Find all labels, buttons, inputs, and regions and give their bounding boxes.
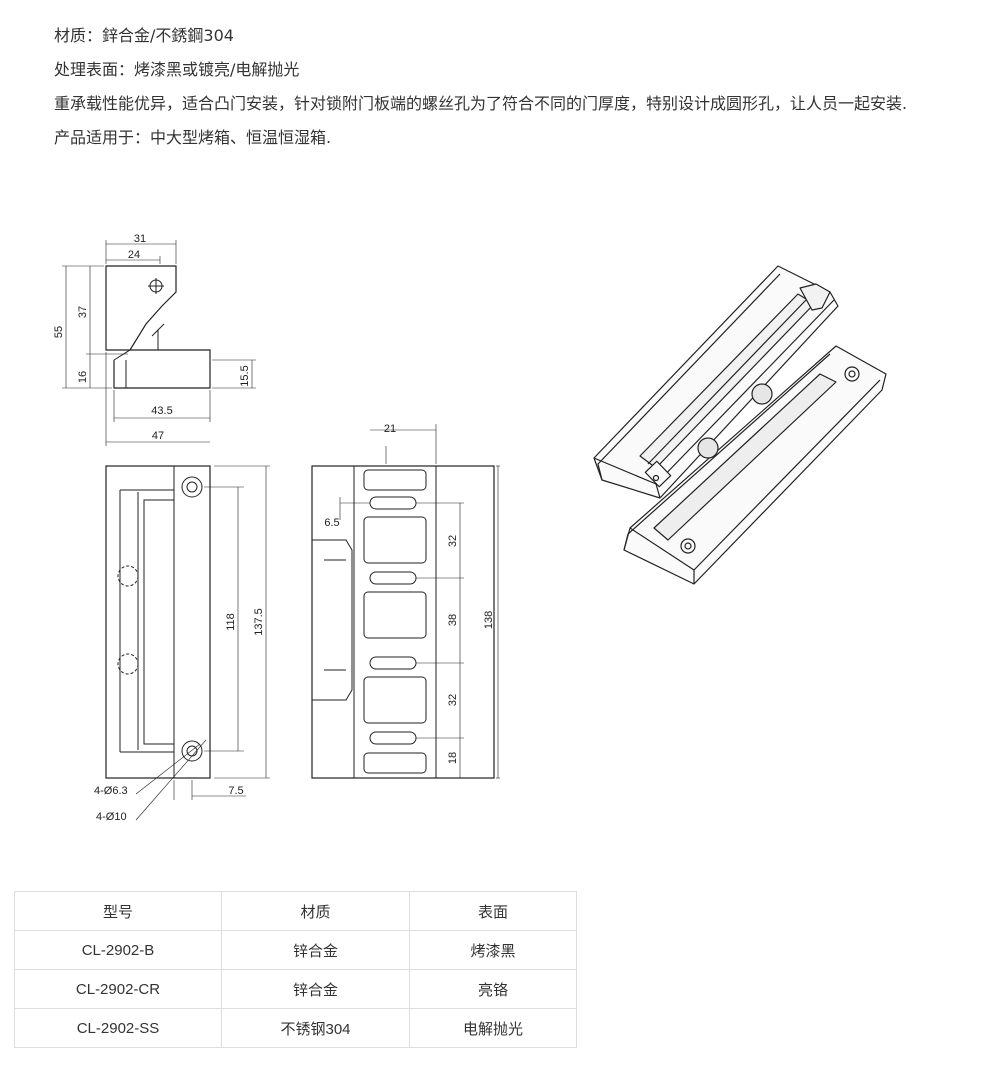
surface-text: 处理表面：烤漆黑或镀亮/电解抛光: [54, 60, 300, 79]
spec-table: 型号 材质 表面 CL-2902-B 锌合金 烤漆黑 CL-2902-CR 锌合…: [14, 891, 577, 1048]
dim-label: 138: [483, 611, 495, 629]
table-row: CL-2902-SS 不锈钢304 电解抛光: [14, 1008, 577, 1048]
application-text: 产品适用于：中大型烤箱、恒温恒湿箱.: [54, 128, 332, 147]
table-cell-surface: 烤漆黑: [409, 930, 577, 970]
dim-label: 32: [447, 694, 459, 706]
column-header-material: 材质: [221, 891, 410, 931]
dim-label: 7.5: [228, 785, 243, 797]
table-header-row: 型号 材质 表面: [14, 891, 577, 931]
dim-label: 118: [225, 613, 237, 631]
dim-label: 55: [53, 326, 65, 338]
dim-label: 43.5: [151, 405, 172, 417]
dim-label: 4-Ø6.3: [94, 785, 128, 797]
front-view: [105, 465, 270, 821]
side-view: [62, 240, 256, 446]
table-cell-material: 锌合金: [221, 969, 410, 1009]
dim-label: 4-Ø10: [96, 811, 127, 823]
dim-label: 21: [384, 423, 396, 435]
dim-label: 37: [77, 306, 89, 318]
table-cell-material: 不锈钢304: [221, 1008, 410, 1048]
dim-label: 31: [134, 233, 146, 245]
table-cell-model: CL-2902-SS: [14, 1008, 222, 1048]
table-cell-material: 锌合金: [221, 930, 410, 970]
features-text: 重承载性能优异，适合凸门安装，针对锁附门板端的螺丝孔为了符合不同的门厚度，特别设…: [54, 94, 908, 113]
column-header-surface: 表面: [409, 891, 577, 931]
dim-label: 32: [447, 535, 459, 547]
dim-label: 47: [152, 430, 164, 442]
dim-label: 15.5: [239, 365, 251, 386]
table-row: CL-2902-CR 锌合金 亮铬: [14, 969, 577, 1009]
technical-drawing: 31 24 55 37 16 15.5 43.5 47 118 137.5 4-…: [53, 233, 500, 823]
table-cell-model: CL-2902-CR: [14, 969, 222, 1009]
back-view: [311, 424, 500, 779]
dim-label: 18: [447, 752, 459, 764]
dim-label: 24: [128, 249, 140, 261]
dim-label: 137.5: [253, 608, 265, 636]
table-cell-model: CL-2902-B: [14, 930, 222, 970]
dim-label: 38: [447, 614, 459, 626]
hinge-isometric-image: [593, 265, 887, 585]
dim-label: 6.5: [324, 517, 339, 529]
column-header-model: 型号: [14, 891, 222, 931]
table-cell-surface: 亮铬: [409, 969, 577, 1009]
product-description: 材质：鋅合金/不銹鋼304 处理表面：烤漆黑或镀亮/电解抛光 重承载性能优异，适…: [54, 24, 984, 150]
dim-label: 16: [77, 371, 89, 383]
material-text: 材质：鋅合金/不銹鋼304: [54, 26, 234, 45]
table-cell-surface: 电解抛光: [409, 1008, 577, 1048]
table-row: CL-2902-B 锌合金 烤漆黑: [14, 930, 577, 970]
